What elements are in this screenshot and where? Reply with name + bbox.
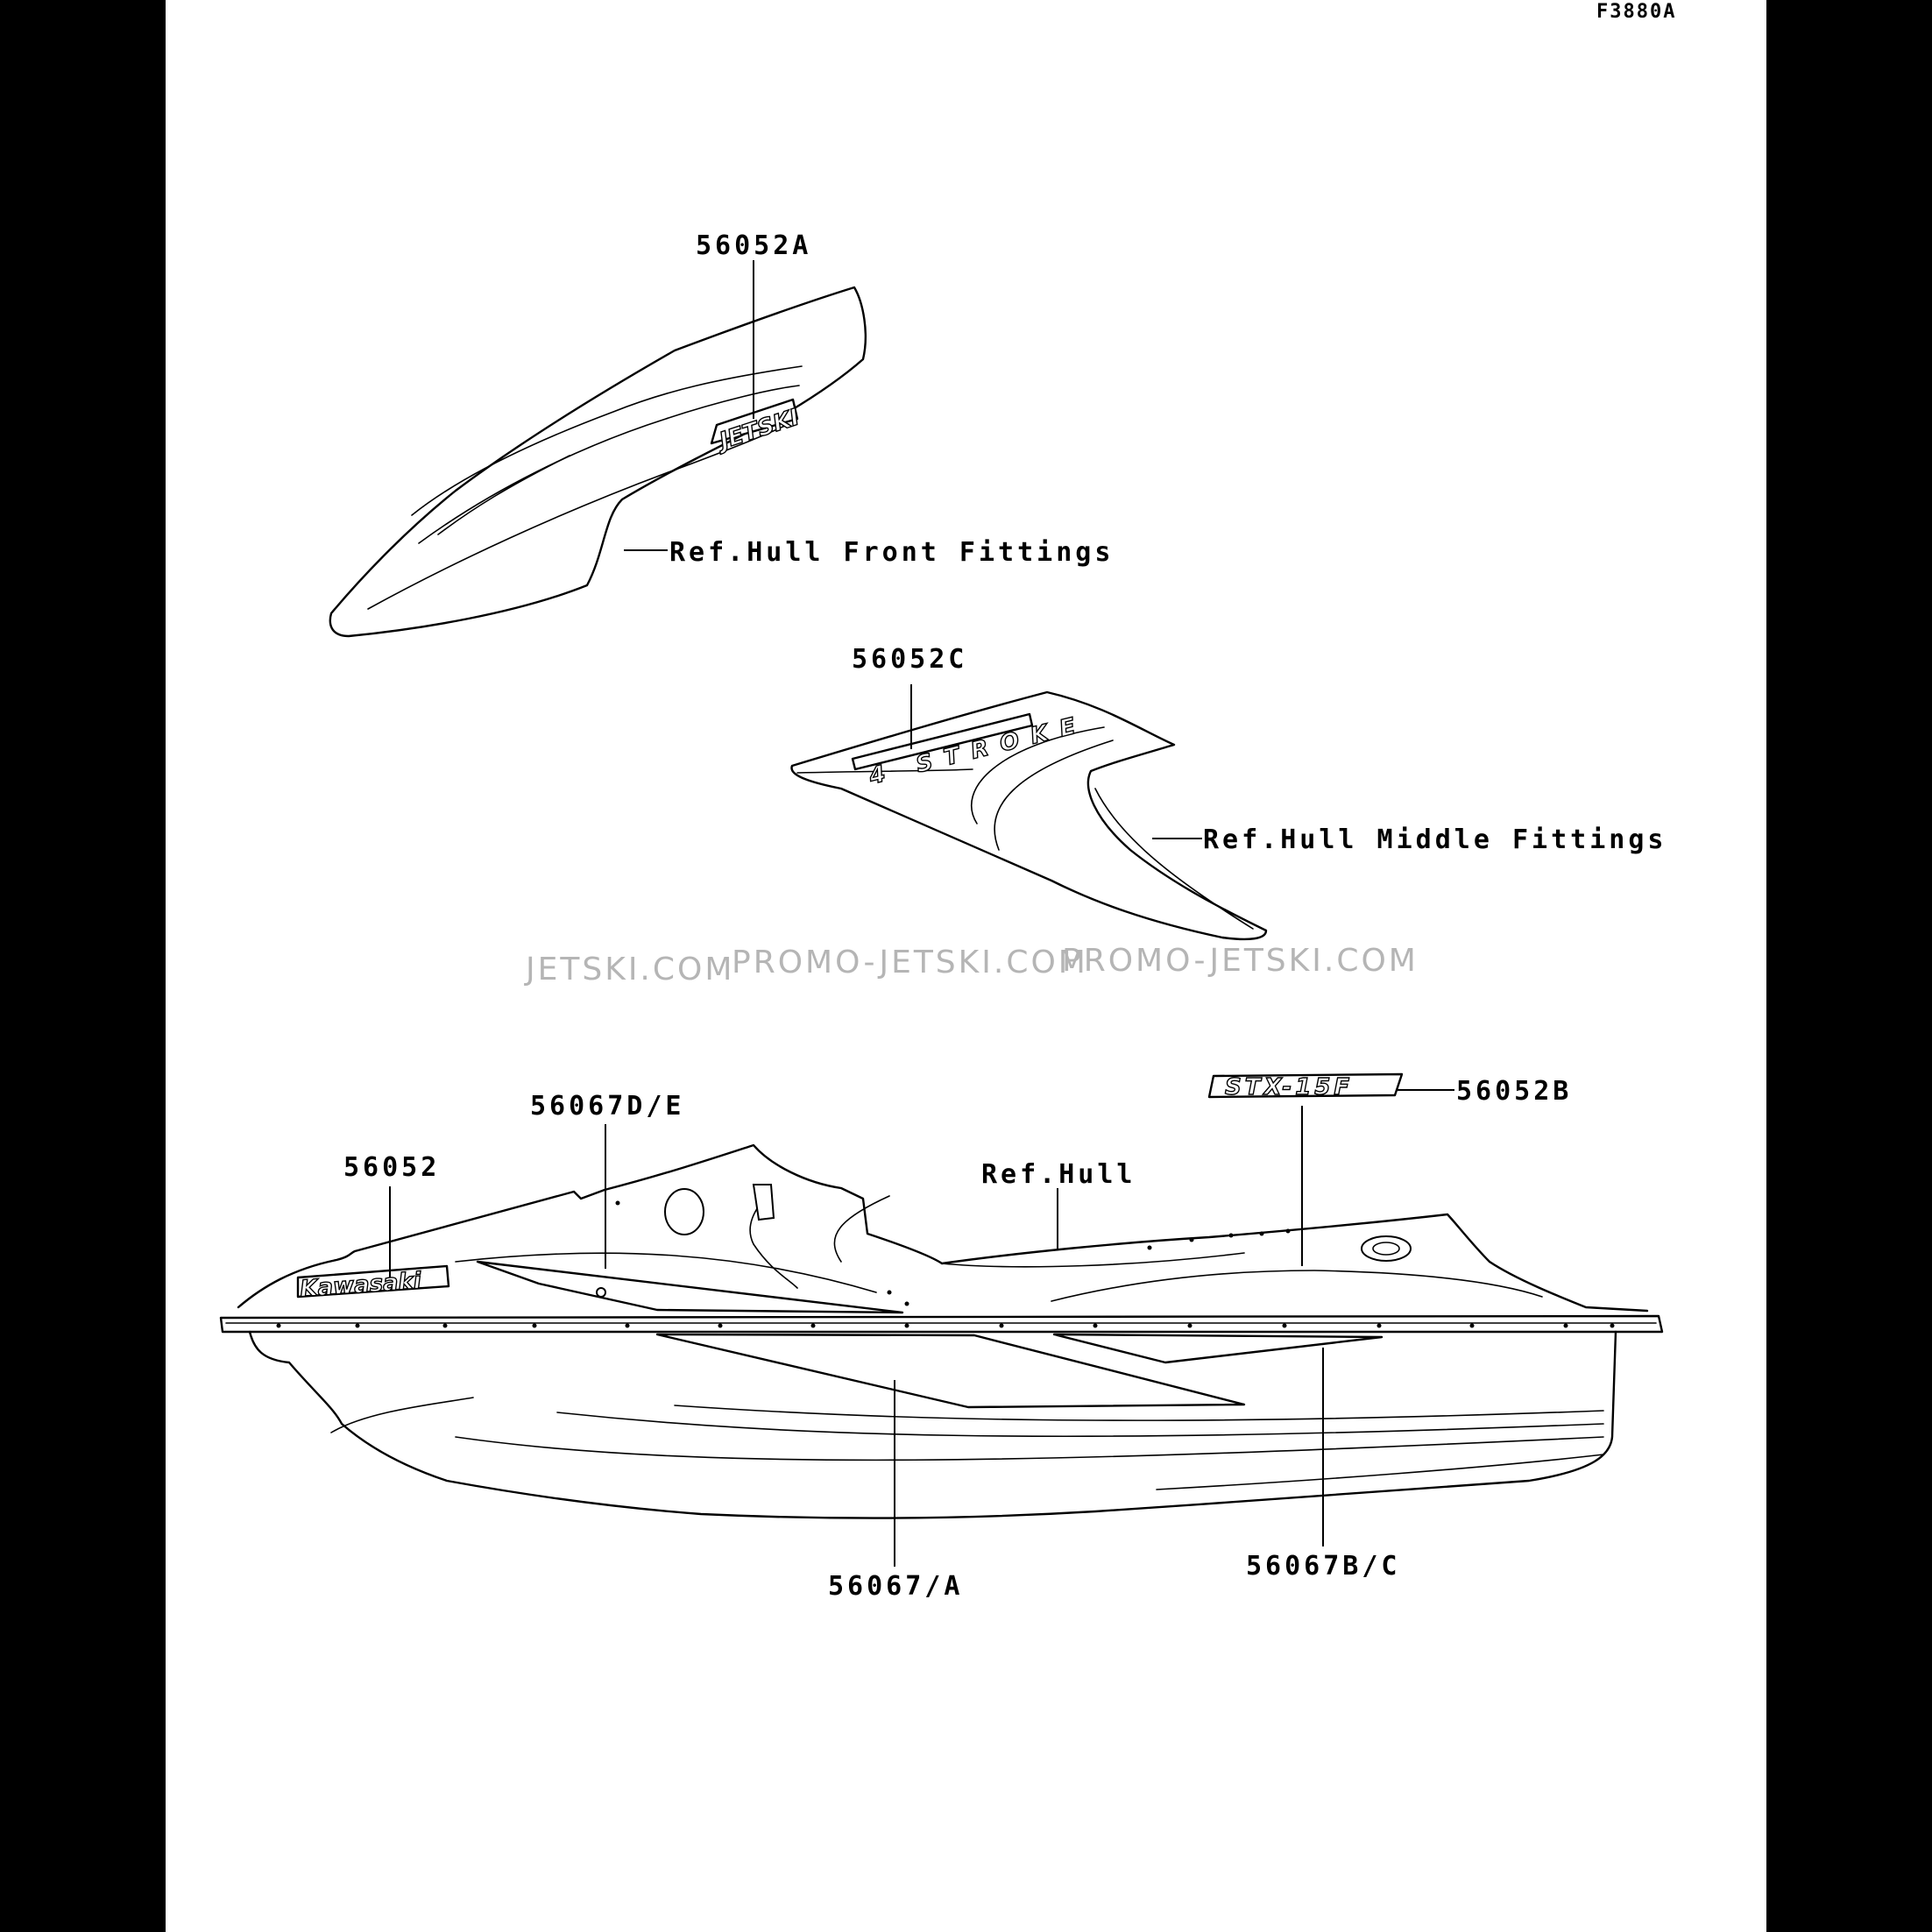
model-decal: STX-15F [1207,1072,1404,1101]
label-56052B: 56052B [1456,1076,1572,1107]
label-56052A: 56052A [696,230,811,261]
kawasaki-decal-text: Kawasaki [299,1268,422,1303]
middle-hull-cover [790,690,1268,941]
deck-hatch [664,1188,704,1235]
label-56067BC: 56067B/C [1246,1551,1401,1582]
figure-code: F3880A [1596,1,1676,23]
diagram-sheet [166,0,1766,1932]
label-ref-front: Ref.Hull Front Fittings [669,537,1114,568]
jetski-decal: JETSKI [710,398,803,456]
four-stroke-decal: 4 STROKE [851,710,1091,791]
front-hull-cover [329,286,867,638]
label-56052C: 56052C [852,644,967,675]
model-decal-text: STX-15F [1225,1074,1353,1100]
rear-hatch [1361,1235,1412,1262]
label-56052: 56052 [343,1152,440,1183]
label-56067DE: 56067D/E [530,1091,685,1122]
watermark-3: PROMO-JETSKI.COM [1062,943,1419,979]
rail-rivets [276,1200,1615,1328]
watermark-1: JETSKI.COM [524,952,734,987]
watermark-2: PROMO-JETSKI.COM [732,945,1088,980]
label-ref-hull: Ref.Hull [981,1159,1136,1190]
label-ref-middle: Ref.Hull Middle Fittings [1203,824,1667,855]
main-hull: Kawasaki [219,1143,1664,1519]
label-56067A: 56067/A [828,1571,963,1602]
